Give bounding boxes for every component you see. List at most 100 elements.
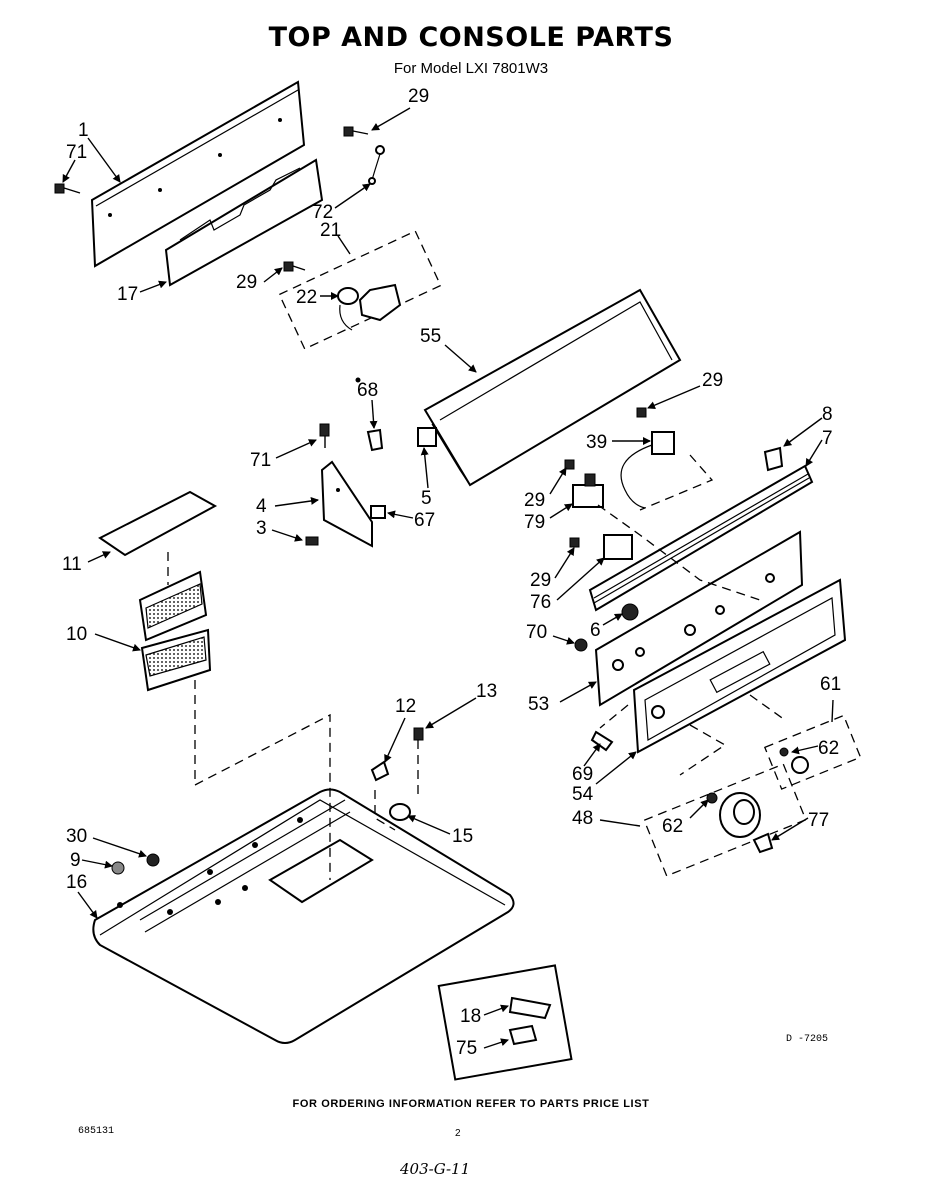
callout-label: 11 xyxy=(62,554,82,575)
part-18-clip xyxy=(508,996,552,1020)
callout-label: 8 xyxy=(822,404,833,425)
bumper-15-part xyxy=(389,803,411,821)
callout-label: 3 xyxy=(256,518,267,539)
callout-label: 4 xyxy=(256,496,267,517)
callout-label: 72 xyxy=(312,202,333,223)
bracket-4-part xyxy=(320,460,373,548)
callout-label: 55 xyxy=(420,326,441,347)
screw-71-top xyxy=(54,183,81,194)
screw-3-part xyxy=(305,536,319,546)
callout-label: 53 xyxy=(528,694,549,715)
callout-label: 79 xyxy=(524,512,545,533)
nut-70-part xyxy=(574,638,588,652)
callout-label: 70 xyxy=(526,622,547,643)
knob-6-part xyxy=(621,603,639,621)
callout-label: 29 xyxy=(236,272,257,293)
callout-label: 21 xyxy=(320,220,341,241)
callout-label: 30 xyxy=(66,826,87,847)
drawing-number: D -7205 xyxy=(786,1034,829,1045)
top-16-part xyxy=(92,788,515,1044)
dash-48 xyxy=(679,724,727,776)
callout-label: 6 xyxy=(590,620,601,641)
callout-label: 13 xyxy=(476,681,497,702)
page-number: 2 xyxy=(455,1128,461,1139)
callout-label: 29 xyxy=(530,570,551,591)
callout-label: 16 xyxy=(66,872,87,893)
console-55-part xyxy=(417,288,682,487)
clip-67-part xyxy=(370,505,386,519)
callout-label: 71 xyxy=(250,450,271,471)
switch-22-part xyxy=(337,283,402,331)
assembly-61-outline xyxy=(763,714,862,790)
console-front-54-part xyxy=(632,578,847,754)
switch-39-part xyxy=(620,431,675,509)
page-title: TOP AND CONSOLE PARTS xyxy=(268,22,674,53)
callout-label: 48 xyxy=(572,808,593,829)
screw-29-top xyxy=(343,126,369,137)
handwritten-note: 403-G-11 xyxy=(400,1160,471,1178)
callout-label: 22 xyxy=(296,287,317,308)
dash-screen-top xyxy=(194,680,331,880)
callout-labels: 1 71 29 72 21 22 29 17 55 68 29 8 7 39 7… xyxy=(62,86,841,1059)
washer-9-part xyxy=(111,861,125,875)
callout-label: 69 xyxy=(572,764,593,785)
callout-label: 17 xyxy=(117,284,138,305)
document-number: 685131 xyxy=(78,1126,115,1137)
rear-panel-part xyxy=(90,80,306,268)
callout-label: 29 xyxy=(702,370,723,391)
lint-cover-11-part xyxy=(98,490,218,557)
callout-label: 5 xyxy=(421,488,432,509)
callout-label: 61 xyxy=(820,674,841,695)
control-panel-53-part xyxy=(594,530,804,707)
callout-label: 7 xyxy=(822,428,833,449)
assembly-48-outline xyxy=(643,763,807,877)
callout-label: 29 xyxy=(524,490,545,511)
dash-69 xyxy=(599,704,629,729)
callout-label: 39 xyxy=(586,432,607,453)
clip-72-part xyxy=(368,145,385,185)
screw-29-right-c xyxy=(569,537,580,548)
screw-29-right-a xyxy=(636,407,647,418)
callout-label: 9 xyxy=(70,850,81,871)
model-subtitle: For Model LXI 7801W3 xyxy=(393,60,549,77)
inset-box-18-75 xyxy=(437,964,573,1081)
ordering-note: FOR ORDERING INFORMATION REFER TO PARTS … xyxy=(292,1098,650,1110)
callout-label: 62 xyxy=(818,738,839,759)
callout-label: 29 xyxy=(408,86,429,107)
clip-68-part xyxy=(355,377,384,452)
callout-label: 12 xyxy=(395,696,416,717)
switch-79-part xyxy=(572,473,604,508)
dash-79 xyxy=(597,504,761,601)
dash-39 xyxy=(639,454,714,511)
lamp-69-part xyxy=(590,730,614,752)
dash-61 xyxy=(749,694,786,721)
clip-8-part xyxy=(763,446,784,472)
lint-screen-10-part xyxy=(138,570,212,692)
screw-13-part xyxy=(413,727,424,741)
callout-label: 18 xyxy=(460,1006,481,1027)
callout-label: 15 xyxy=(452,826,473,847)
knob-61-part xyxy=(779,747,809,774)
screw-29-mid xyxy=(283,261,306,272)
callout-label: 62 xyxy=(662,816,683,837)
nut-30-part xyxy=(146,853,160,867)
callout-label: 67 xyxy=(414,510,435,531)
knob-48-part xyxy=(706,792,774,854)
clip-12-part xyxy=(370,760,390,782)
callout-label: 10 xyxy=(66,624,87,645)
callout-label: 1 xyxy=(78,120,89,141)
leader-lines xyxy=(62,107,834,1049)
callout-label: 76 xyxy=(530,592,551,613)
screw-71-mid xyxy=(319,423,330,448)
callout-label: 54 xyxy=(572,784,594,805)
part-75-clip xyxy=(508,1024,538,1046)
callout-label: 68 xyxy=(357,380,378,401)
callout-label: 71 xyxy=(66,142,87,163)
switch-76-part xyxy=(603,534,633,560)
inner-panel-part xyxy=(164,158,324,287)
rail-7-part xyxy=(588,464,814,612)
screw-29-right-b xyxy=(564,459,575,470)
callout-label: 77 xyxy=(808,810,829,831)
callout-label: 75 xyxy=(456,1038,477,1059)
